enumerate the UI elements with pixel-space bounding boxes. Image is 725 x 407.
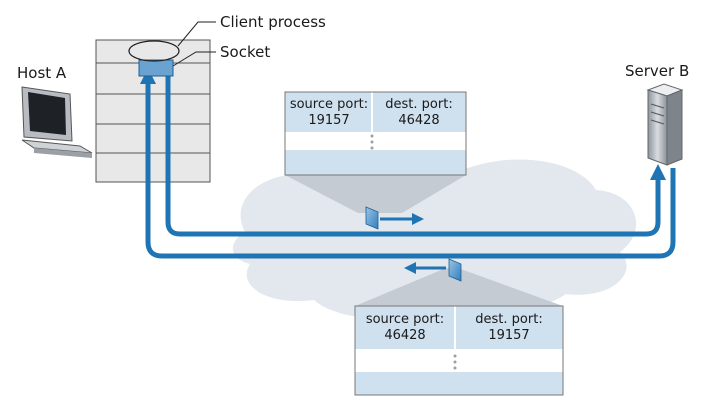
return-dest-value: 19157 xyxy=(488,328,529,343)
outbound-path xyxy=(165,72,667,237)
socket-leader xyxy=(172,51,216,67)
segment-return: source port: 46428 dest. port: 19157 xyxy=(354,305,564,396)
host-a-computer-icon xyxy=(21,86,93,158)
return-segment-icon xyxy=(404,258,462,282)
zoom-shadow-outbound xyxy=(285,175,466,213)
client-process-leader xyxy=(177,21,216,47)
host-a-protocol-stack xyxy=(95,39,211,183)
return-path xyxy=(139,67,676,259)
outbound-dest-value: 46428 xyxy=(398,113,439,128)
socket xyxy=(138,59,174,77)
server-b-icon xyxy=(646,83,684,166)
client-process-label: Client process xyxy=(220,13,326,31)
server-b-label: Server B xyxy=(625,62,689,80)
outbound-segment-icon xyxy=(365,206,424,230)
outbound-source-value: 19157 xyxy=(308,113,349,128)
outbound-source-label: source port: xyxy=(290,97,368,112)
segment-outbound: source port: 19157 dest. port: 46428 xyxy=(284,91,467,176)
client-process-ellipse xyxy=(128,40,180,62)
return-source-label: source port: xyxy=(366,312,444,327)
return-source-value: 46428 xyxy=(384,328,425,343)
return-dest-label: dest. port: xyxy=(475,312,542,327)
socket-label: Socket xyxy=(220,43,270,61)
outbound-dest-label: dest. port: xyxy=(385,97,452,112)
host-a-label: Host A xyxy=(17,64,67,82)
zoom-shadow-return xyxy=(355,268,563,306)
